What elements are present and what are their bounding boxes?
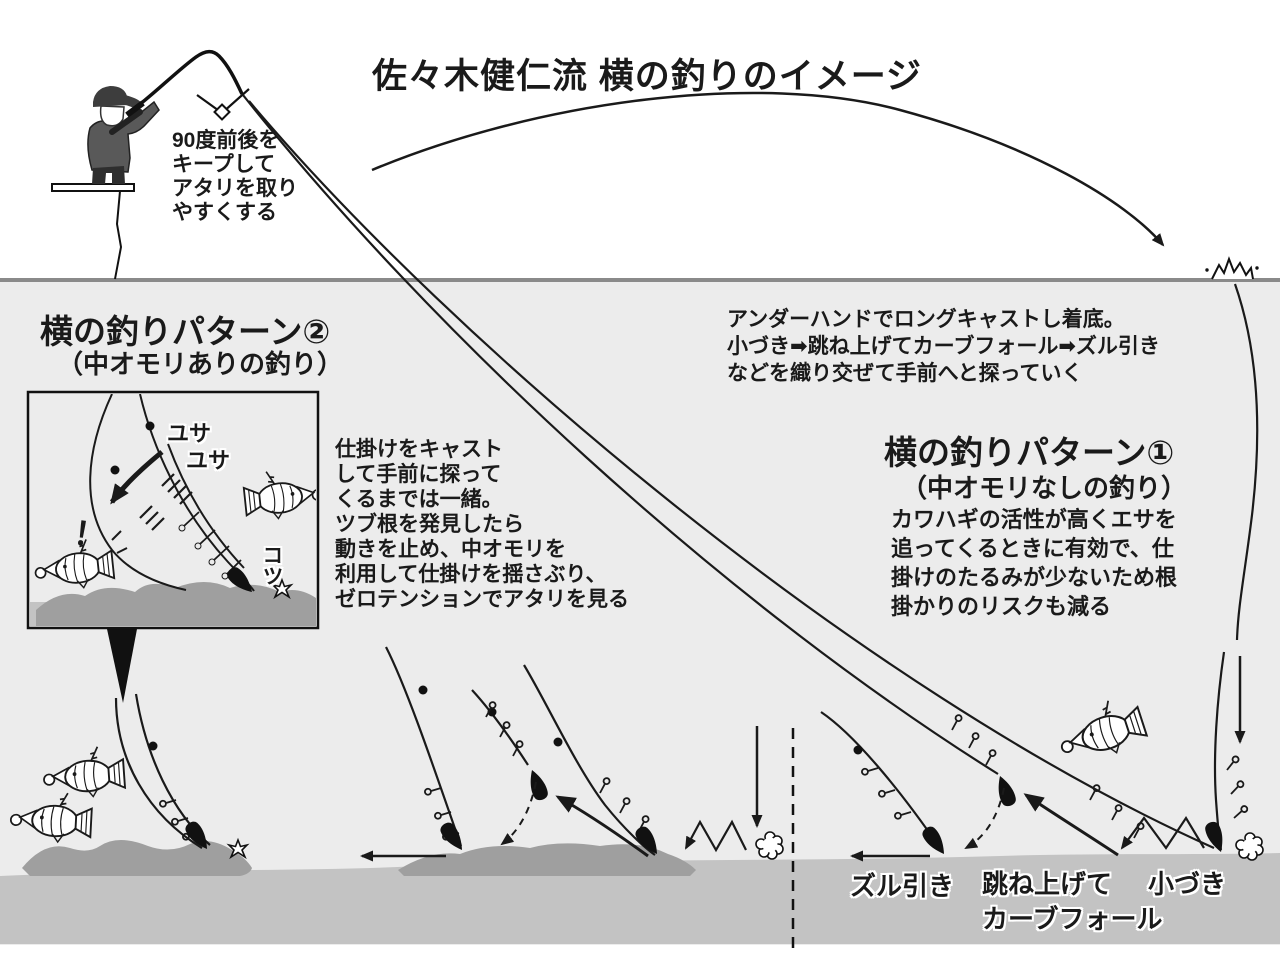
rig-drag-p1 <box>820 711 941 849</box>
inset-label-kotsu: コツ <box>260 544 283 586</box>
pattern1-description-line: カワハギの活性が高くエサを <box>891 507 1177 532</box>
pattern1-title: 横の釣りパターン① <box>884 434 1175 471</box>
fishing-line-2 <box>248 100 1215 850</box>
pattern1-description-line: 追ってくるときに有効で、仕 <box>891 536 1174 561</box>
seafloor <box>0 853 1280 944</box>
right-angle-icon <box>196 88 250 121</box>
fisherman-icon <box>87 86 160 184</box>
rod-angle-note-line: 90度前後を <box>172 129 280 152</box>
pier <box>51 183 135 280</box>
rocks-middle <box>398 843 696 876</box>
page-title: 佐々木健仁流 横の釣りのイメージ <box>372 57 923 96</box>
pattern1-description-line: 掛けのたるみが少ないため根 <box>891 565 1178 590</box>
rig-rest-p2 <box>523 664 656 856</box>
sinker-descent-line <box>1233 283 1259 641</box>
pattern2-description-line: 仕掛けをキャスト <box>335 438 503 461</box>
pattern2-title: 横の釣りパターン② <box>40 313 331 350</box>
inset-box <box>26 390 320 630</box>
rod-angle-note: 90度前後を キープして アタリを取り やすくする <box>172 129 298 225</box>
pattern1-description: カワハギの活性が高くエサを 追ってくるときに有効で、仕 掛けのたるみが少ないため… <box>891 505 1177 621</box>
curve-fall-arrow-p1 <box>964 787 1005 849</box>
pattern2-description-line: ツブ根を発見したら <box>335 513 524 536</box>
pattern2-description-line: くるまでは一緒。 <box>335 488 503 511</box>
pattern2-description-line: 利用して仕掛けを揺さぶり、 <box>335 563 607 586</box>
cast-note-line: などを織り交ぜて手前へと探っていく <box>727 362 1083 385</box>
label-zuru-biki: ズル引き <box>850 871 955 901</box>
zigzag-arrow-p1 <box>1120 815 1205 850</box>
cast-note-line: 小づき➡跳ね上げてカーブフォール➡ズル引き <box>727 335 1160 358</box>
fishing-line-1 <box>242 94 999 775</box>
inset-label-yusa: ユサ <box>167 421 212 446</box>
label-kozuki: 小づき <box>1148 869 1227 899</box>
curve-fall-arrow-p2 <box>500 781 537 846</box>
cast-note: アンダーハンドでロングキャストし着底。 小づき➡跳ね上げてカーブフォール➡ズル引… <box>727 306 1160 387</box>
cast-note-line: アンダーハンドでロングキャストし着底。 <box>727 308 1125 331</box>
rod-angle-note-line: アタリを取り <box>172 177 298 200</box>
pattern2-description-line: して手前に探って <box>335 463 502 486</box>
rig-drag-p2 <box>385 646 463 847</box>
pattern1-description-line: 掛かりのリスクも減る <box>891 594 1112 619</box>
zigzag-arrow-p2 <box>685 819 747 853</box>
fishing-rod-icon <box>125 49 244 118</box>
inset-alert-mark: ！ <box>71 514 109 556</box>
label-curve-fall: カーブフォール <box>982 904 1163 934</box>
inset-label-yusa: ユサ <box>186 448 231 473</box>
splash-icon <box>1205 256 1259 280</box>
rod-angle-note-line: キープして <box>172 153 276 176</box>
inset-pointer-triangle <box>107 629 137 703</box>
shake-marks <box>139 505 165 531</box>
inset-swing-arrow <box>109 450 164 505</box>
rod-angle-note-line: やすくする <box>172 201 277 224</box>
lift-arrow-p1 <box>1023 793 1119 857</box>
pattern2-subtitle: （中オモリありの釣り） <box>57 349 344 379</box>
label-haneagete: 跳ね上げて <box>982 869 1113 899</box>
lift-arrow-p2 <box>555 795 649 858</box>
shake-marks <box>161 473 193 505</box>
pattern2-description: 仕掛けをキャスト して手前に探って くるまでは一緒。 ツブ根を発見したら 動きを… <box>335 437 629 612</box>
rocks-left <box>22 840 252 876</box>
inset-rocks <box>36 582 316 626</box>
pattern1-subtitle: （中オモリなしの釣り） <box>901 473 1188 503</box>
cast-arc-arrow <box>371 91 1165 247</box>
pattern2-description-line: ゼロテンションでアタリを見る <box>335 588 629 611</box>
pattern2-description-line: 動きを止め、中オモリを <box>335 538 566 561</box>
